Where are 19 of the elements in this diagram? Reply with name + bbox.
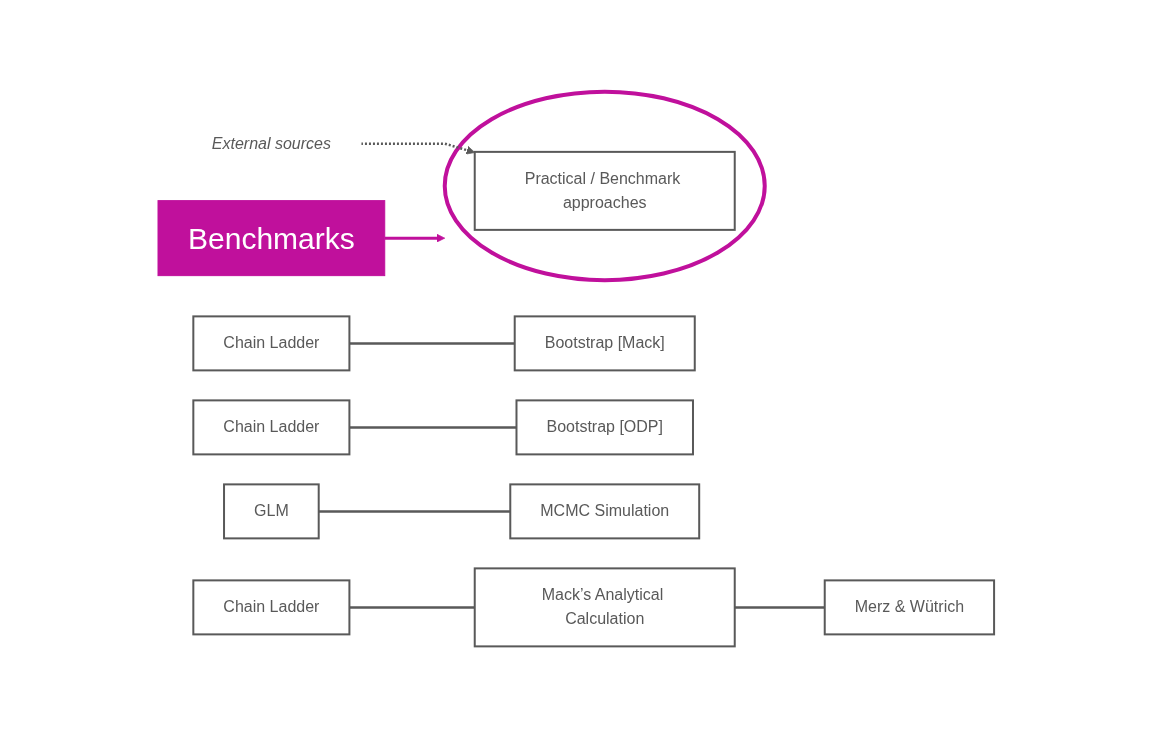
connector <box>734 606 825 609</box>
arrow <box>360 142 476 155</box>
node-box: Benchmarks <box>157 200 386 277</box>
node-box: Chain Ladder <box>192 399 351 456</box>
node-box: Chain Ladder <box>192 315 351 372</box>
connector <box>318 510 511 513</box>
node-text: External sources <box>211 134 331 152</box>
node-box: Chain Ladder <box>192 579 351 636</box>
connector <box>349 606 475 609</box>
node-box: MCMC Simulation <box>509 483 701 540</box>
node-box: Mack’s Analytical Calculation <box>473 567 736 648</box>
node-box: Bootstrap [Mack] <box>513 315 696 372</box>
node-box: Practical / Benchmark approaches <box>473 150 736 231</box>
connector <box>349 426 517 429</box>
node-box: GLM <box>223 483 320 540</box>
connector <box>349 342 515 345</box>
node-box: Merz & Wütrich <box>823 579 996 636</box>
node-box: Bootstrap [ODP] <box>515 399 694 456</box>
arrow <box>384 233 446 243</box>
